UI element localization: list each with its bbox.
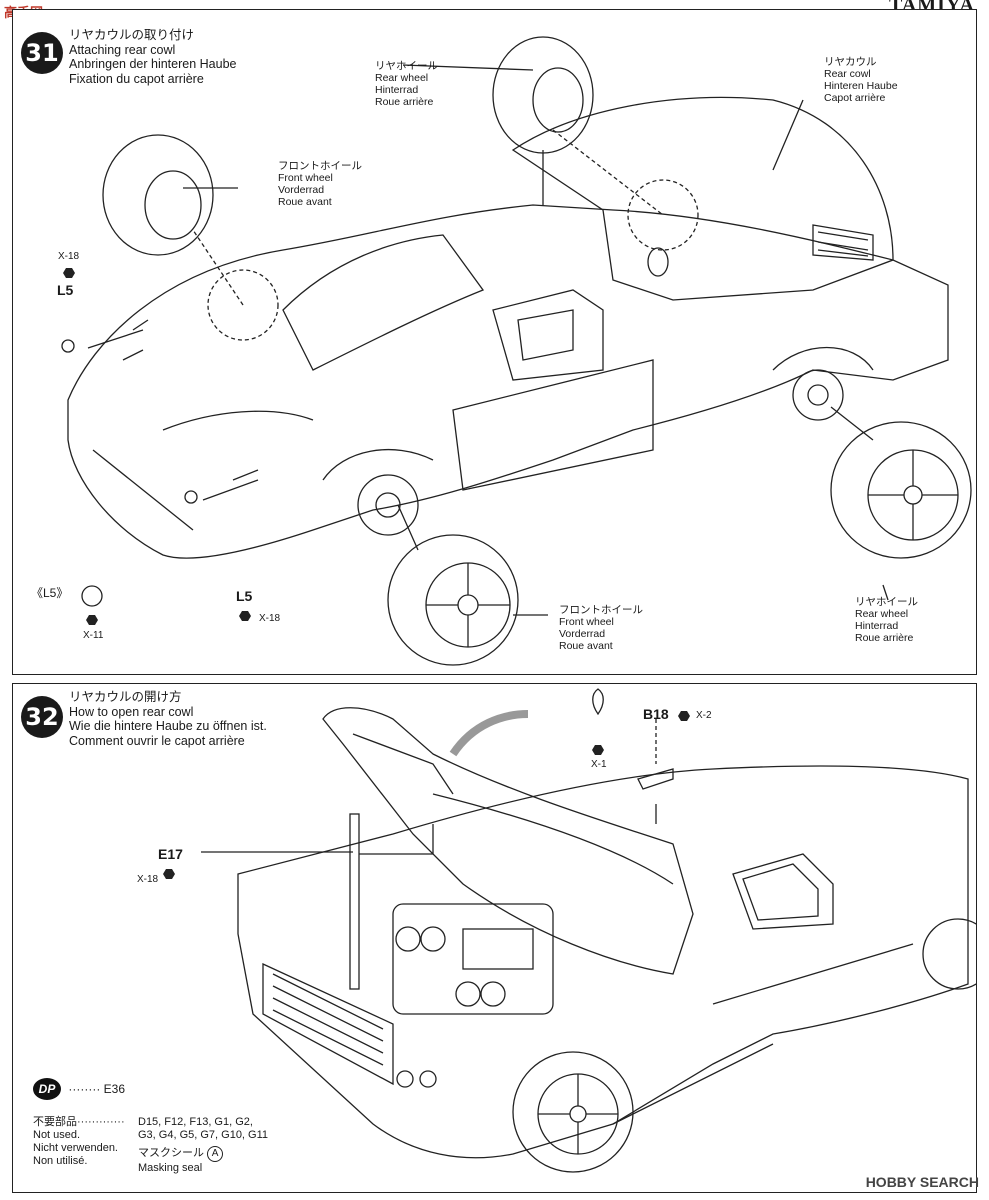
rear-wheel-top-label: リヤホイール Rear wheel Hinterrad Roue arrière [375,60,438,108]
part-x18-b: X-18 [259,613,281,624]
part-l5-a: L5 [57,282,74,298]
part-b18: B18 [643,706,669,722]
step-title: リヤカウルの取り付け Attaching rear cowl Anbringen… [69,28,237,86]
step-31-panel: 31 リヤカウルの取り付け Attaching rear cowl Anbrin… [12,9,977,675]
dp-text: ········ E36 [68,1082,125,1096]
step-title: リヤカウルの開け方 How to open rear cowl Wie die … [69,690,267,748]
part-x1: X-1 [591,759,607,770]
dp-part-note: DP ········ E36 [33,1078,125,1100]
part-x18-a: X-18 [58,251,80,262]
not-used-parts: D15, F12, F13, G1, G2, G3, G4, G5, G7, G… [138,1116,269,1141]
part-e17: E17 [158,846,183,862]
rear-cowl-label: リヤカウル Rear cowl Hinteren Haube Capot arr… [824,56,898,104]
step-number: 32 [21,696,63,738]
part-l5-b: L5 [236,588,253,604]
car-assembly-illustration [61,36,972,666]
rear-wheel-bottom-label: リヤホイール Rear wheel Hinterrad Roue arrière [855,596,918,644]
dp-badge: DP [33,1078,61,1100]
masking-seal-note: マスクシール A Masking seal [138,1146,224,1175]
step-number: 31 [21,32,63,74]
part-x2: X-2 [696,710,712,721]
step-32-panel: 32 リヤカウルの開け方 How to open rear cowl Wie d… [12,683,977,1193]
not-used-labels: 不要部品············· Not used. Nicht verwen… [33,1116,125,1167]
part-x11: X-11 [83,630,104,641]
l5-bracket-label: 《L5》 [31,586,69,600]
part-x18: X-18 [137,874,159,885]
front-wheel-top-label: フロントホイール Front wheel Vorderrad Roue avan… [278,160,362,208]
mask-symbol: A [207,1146,224,1162]
front-wheel-bottom-label: フロントホイール Front wheel Vorderrad Roue avan… [559,604,643,652]
source-watermark: HOBBY SEARCH [865,1174,979,1190]
open-cowl-illustration [163,688,976,1173]
